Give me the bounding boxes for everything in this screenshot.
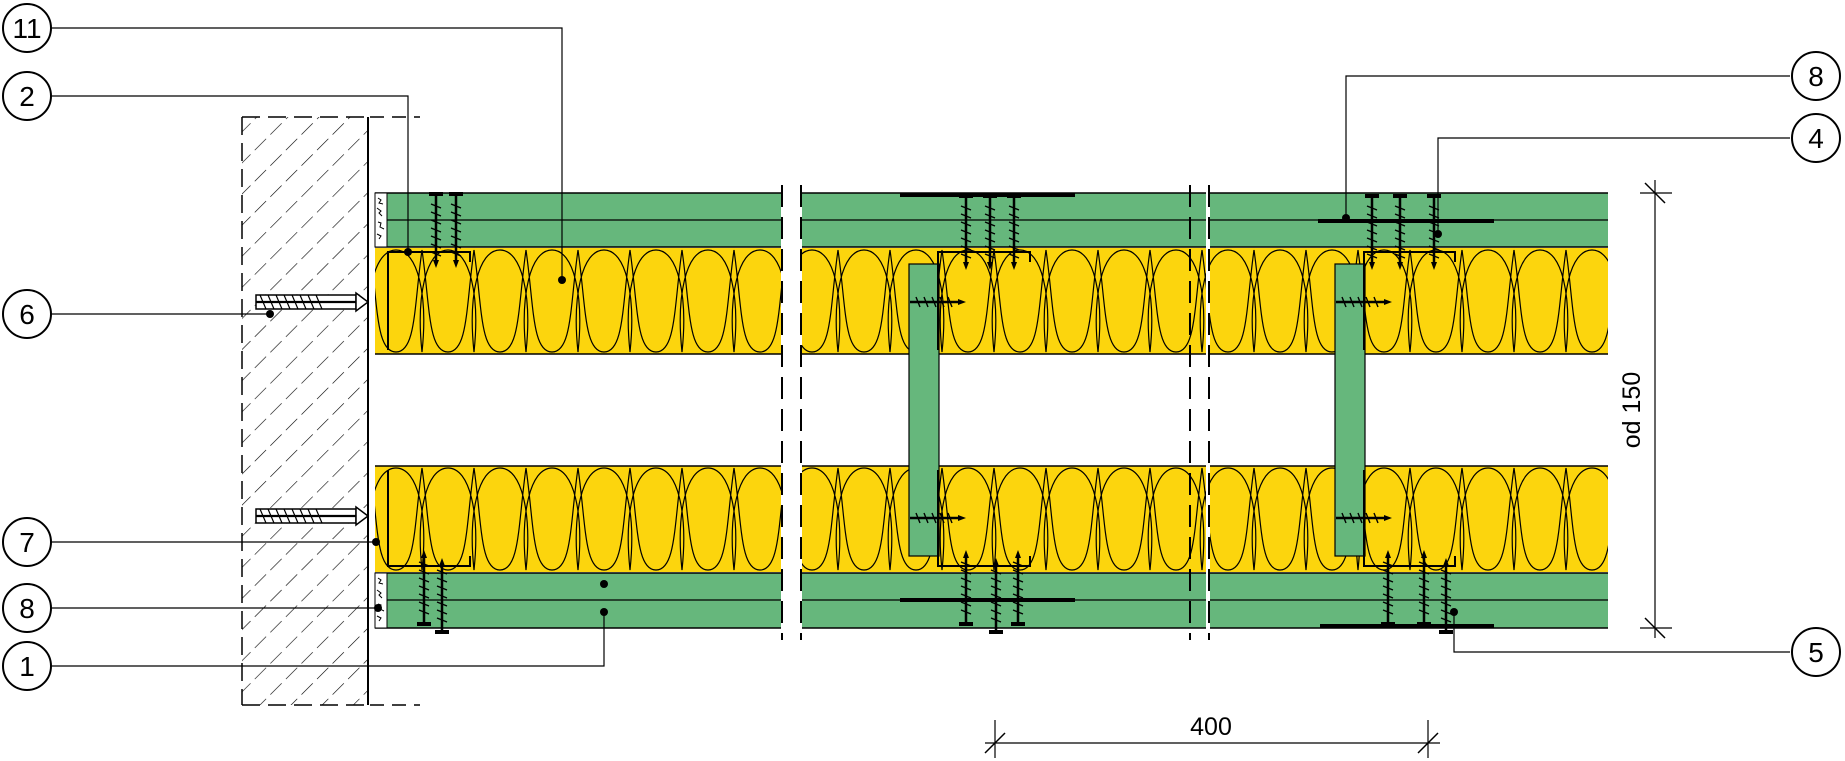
callout-6-label: 6	[19, 299, 35, 330]
leader-dots	[266, 214, 1458, 616]
lower-insulation-waves	[375, 467, 1608, 571]
leader-lines	[51, 27, 1790, 667]
masonry-wall	[241, 116, 420, 706]
callout-1-label: 1	[19, 651, 35, 682]
callout-8-left: 8	[2, 583, 52, 633]
callout-11: 11	[2, 3, 52, 53]
callout-4: 4	[1791, 113, 1841, 163]
insulation-wave-path	[375, 467, 1608, 571]
dimension-thickness-label: od 150	[1618, 372, 1646, 448]
upper-insulation-waves	[375, 249, 1608, 353]
dimension-spacing: 400	[984, 713, 1440, 758]
wall-edge-strips	[374, 192, 388, 629]
callout-2: 2	[2, 71, 52, 121]
upper-board-layers	[375, 192, 1608, 248]
callout-8-right: 8	[1791, 51, 1841, 101]
callout-2-label: 2	[19, 81, 35, 112]
callout-8-left-label: 8	[19, 593, 35, 624]
break-lines	[781, 185, 1210, 640]
callout-11-label: 11	[12, 13, 41, 44]
dimension-thickness: od 150	[1618, 180, 1672, 639]
callout-1: 1	[2, 641, 52, 691]
callout-4-label: 4	[1808, 123, 1824, 154]
studs	[908, 263, 1366, 557]
callout-5-label: 5	[1808, 637, 1824, 668]
upper-insulation-layer	[375, 248, 1608, 355]
washers	[900, 193, 1494, 628]
insulation-wave-path	[375, 249, 1608, 353]
callout-6: 6	[2, 289, 52, 339]
lower-insulation-layer	[375, 465, 1608, 572]
callout-8-right-label: 8	[1808, 61, 1824, 92]
callout-7: 7	[2, 517, 52, 567]
callout-7-label: 7	[19, 527, 35, 558]
callout-5: 5	[1791, 627, 1841, 677]
dimension-spacing-label: 400	[1190, 713, 1232, 741]
